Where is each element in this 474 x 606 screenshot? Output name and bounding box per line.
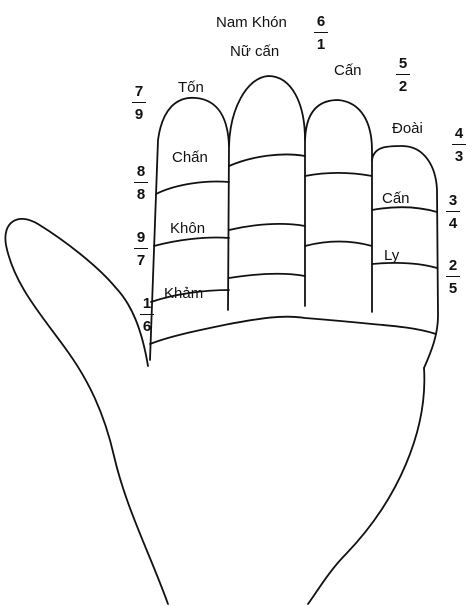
fraction-bar xyxy=(132,102,146,103)
fraction-numerator: 1 xyxy=(140,296,154,311)
fraction-denominator: 2 xyxy=(396,79,410,94)
fraction-5-2: 5 2 xyxy=(396,56,410,94)
fraction-bar xyxy=(446,211,460,212)
fraction-bar xyxy=(314,32,328,33)
label-khon: Khôn xyxy=(170,221,205,236)
little-crease-1 xyxy=(372,207,437,212)
fraction-bar xyxy=(140,314,154,315)
label-nam-khon: Nam Khón xyxy=(216,15,287,30)
ring-crease-2 xyxy=(305,242,372,247)
ring-crease-1 xyxy=(305,173,372,176)
label-can-top: Cấn xyxy=(334,63,362,78)
fraction-numerator: 8 xyxy=(134,164,148,179)
label-kham: Khảm xyxy=(164,286,203,301)
fraction-denominator: 9 xyxy=(132,107,146,122)
label-chan: Chấn xyxy=(172,150,208,165)
ring-finger xyxy=(305,100,372,312)
index-crease-2 xyxy=(154,237,229,246)
index-crease-1 xyxy=(156,182,229,195)
fraction-8-8: 8 8 xyxy=(134,164,148,202)
fraction-bar xyxy=(396,74,410,75)
knuckle-line xyxy=(150,317,436,344)
fraction-3-4: 3 4 xyxy=(446,193,460,231)
fraction-bar xyxy=(452,144,466,145)
fraction-denominator: 4 xyxy=(446,216,460,231)
fraction-denominator: 3 xyxy=(452,149,466,164)
fraction-numerator: 7 xyxy=(132,84,146,99)
fraction-denominator: 1 xyxy=(314,37,328,52)
fraction-numerator: 2 xyxy=(446,258,460,273)
fraction-denominator: 7 xyxy=(134,253,148,268)
fraction-4-3: 4 3 xyxy=(452,126,466,164)
middle-crease-1 xyxy=(229,154,305,166)
label-doai: Đoài xyxy=(392,121,423,136)
fraction-numerator: 6 xyxy=(314,14,328,29)
label-ton: Tốn xyxy=(178,80,204,95)
fraction-7-9: 7 9 xyxy=(132,84,146,122)
fraction-numerator: 9 xyxy=(134,230,148,245)
fraction-denominator: 5 xyxy=(446,281,460,296)
fraction-bar xyxy=(134,248,148,249)
little-crease-2 xyxy=(372,263,437,268)
middle-crease-3 xyxy=(229,274,305,278)
fraction-bar xyxy=(446,276,460,277)
little-finger xyxy=(372,146,438,368)
fraction-numerator: 4 xyxy=(452,126,466,141)
fraction-denominator: 8 xyxy=(134,187,148,202)
middle-finger xyxy=(229,76,305,306)
middle-crease-2 xyxy=(229,224,305,230)
fraction-numerator: 5 xyxy=(396,56,410,71)
fraction-numerator: 3 xyxy=(446,193,460,208)
fraction-6-1: 6 1 xyxy=(314,14,328,52)
fraction-denominator: 6 xyxy=(140,319,154,334)
fraction-9-7: 9 7 xyxy=(134,230,148,268)
hand-outline xyxy=(5,219,168,604)
label-can-ring: Cấn xyxy=(382,191,410,206)
fraction-2-5: 2 5 xyxy=(446,258,460,296)
label-nu-can: Nữ cấn xyxy=(230,44,279,59)
label-ly: Ly xyxy=(384,248,399,263)
fraction-bar xyxy=(134,182,148,183)
fraction-1-6: 1 6 xyxy=(140,296,154,334)
palm-right-edge xyxy=(308,368,424,604)
